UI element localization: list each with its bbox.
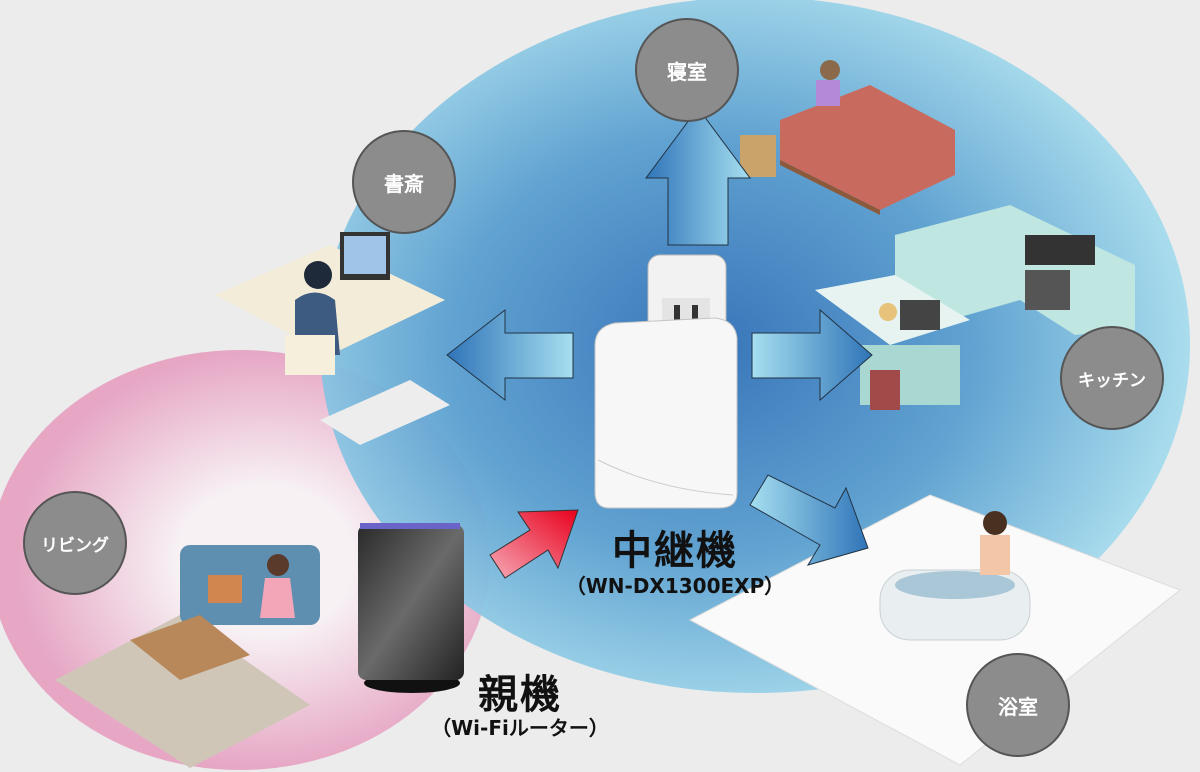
router-title: 親機: [478, 672, 562, 718]
arrow-to-bathroom: [749, 474, 869, 566]
room-label-bathroom: 浴室: [966, 653, 1070, 757]
room-label-study: 書斎: [352, 130, 456, 234]
room-label-kitchen: キッチン: [1060, 326, 1164, 430]
room-label-living: リビング: [23, 491, 127, 595]
repeater-model: （WN-DX1300EXP）: [565, 574, 785, 598]
router-device: [358, 523, 464, 693]
arrow-to-study: [446, 308, 574, 402]
arrow-to-kitchen: [751, 308, 873, 402]
living-scene: [55, 545, 320, 768]
arrow-to-bedroom: [645, 107, 751, 246]
room-label-bedroom: 寝室: [635, 18, 739, 122]
repeater-device: [594, 254, 738, 509]
kitchen-scene: [815, 205, 1135, 410]
arrow-router-to-repeater: [489, 509, 579, 579]
router-subtitle: （Wi-Fiルーター）: [431, 716, 609, 740]
repeater-title: 中継機: [612, 528, 738, 574]
bedroom-scene: [740, 60, 955, 215]
study-scene: [215, 232, 450, 445]
